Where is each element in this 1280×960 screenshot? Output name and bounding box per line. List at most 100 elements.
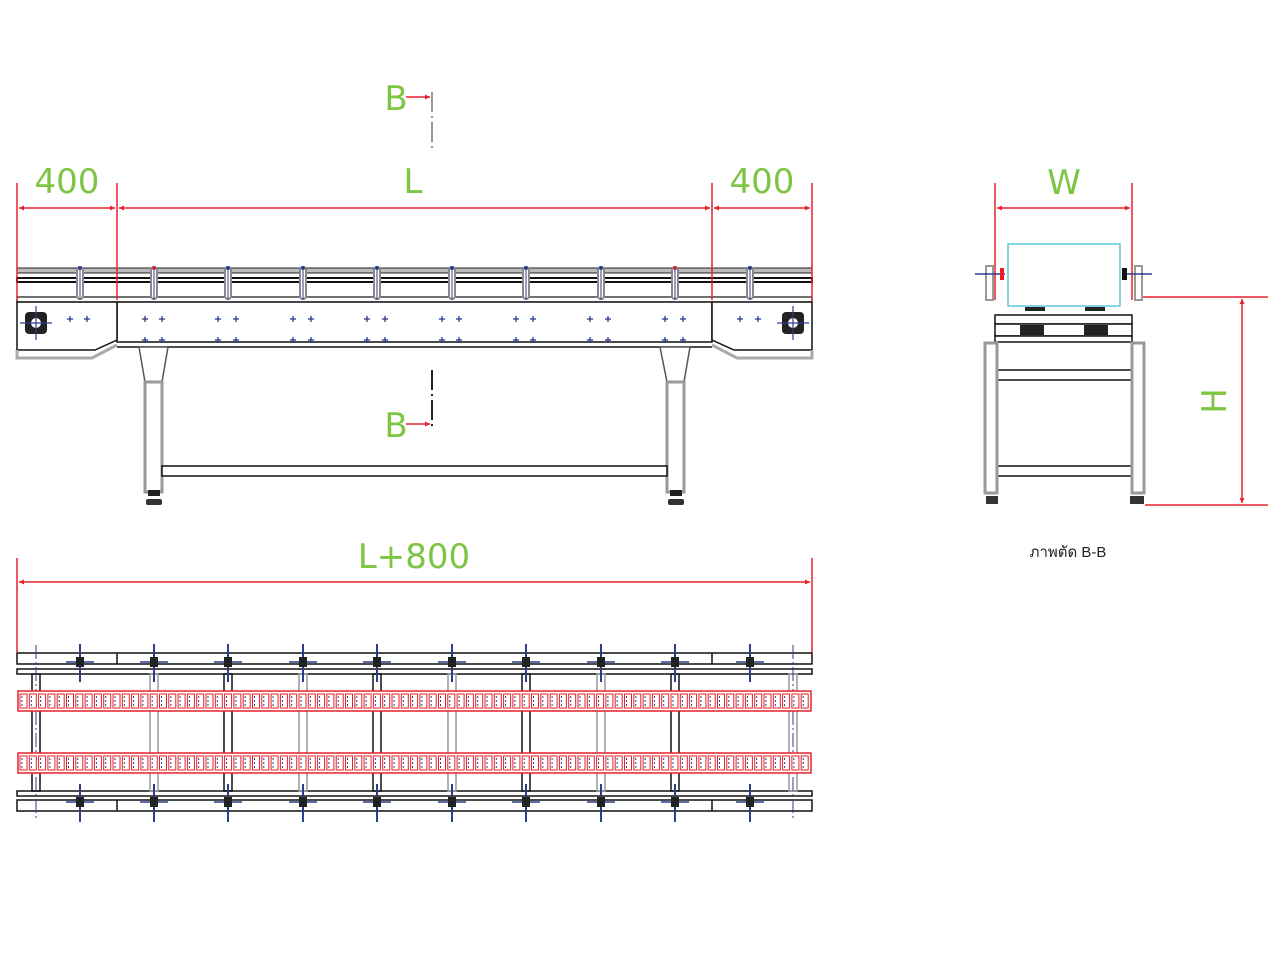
- chain-link: [140, 755, 149, 771]
- chain-link: [707, 755, 716, 771]
- chain-link: [103, 693, 112, 709]
- post-bracket: [140, 644, 168, 682]
- chain-link: [112, 693, 121, 709]
- section-caption: ภาพตัด B-B: [1030, 544, 1107, 561]
- guide-post: [597, 266, 605, 300]
- bolt-mark: [290, 337, 296, 343]
- bolt-mark: [233, 337, 239, 343]
- bolt-mark: [159, 337, 165, 343]
- chain-link: [410, 755, 419, 771]
- bolt-mark: [290, 316, 296, 322]
- chain-link: [512, 693, 521, 709]
- guide-post: [224, 266, 232, 300]
- bolt-mark: [513, 337, 519, 343]
- chain-link: [754, 755, 763, 771]
- bolt-mark: [755, 316, 761, 322]
- chain-link: [56, 693, 65, 709]
- chain-link: [93, 755, 102, 771]
- section-marker-top: B: [384, 79, 433, 152]
- chain-link: [19, 755, 28, 771]
- chain-link: [568, 693, 577, 709]
- chain-link: [410, 693, 419, 709]
- chain-link: [726, 755, 735, 771]
- chain-belt-upper: [17, 690, 812, 712]
- chain-link: [447, 693, 456, 709]
- chain-link: [782, 755, 791, 771]
- chain-link: [679, 693, 688, 709]
- chain-link: [121, 693, 130, 709]
- chain-link: [438, 693, 446, 709]
- chain-link: [131, 693, 140, 709]
- chain-link: [670, 693, 679, 709]
- chain-link: [763, 755, 772, 771]
- chain-link: [475, 693, 484, 709]
- chain-link: [335, 755, 344, 771]
- chain-link: [372, 693, 381, 709]
- chain-link: [679, 755, 688, 771]
- chain-link: [689, 693, 698, 709]
- chain-link: [689, 755, 698, 771]
- post-bracket: [363, 784, 391, 822]
- chain-link: [326, 755, 335, 771]
- bolt-mark: [308, 337, 314, 343]
- bolt-mark: [382, 316, 388, 322]
- dim-height-label: H: [1195, 388, 1235, 414]
- chain-link: [651, 755, 660, 771]
- post-bracket: [289, 784, 317, 822]
- chain-link: [558, 755, 567, 771]
- bolt-mark: [439, 316, 445, 322]
- chain-link: [642, 755, 651, 771]
- chain-link: [698, 755, 707, 771]
- chain-link: [484, 693, 493, 709]
- chain-link: [493, 693, 502, 709]
- chain-link: [484, 755, 493, 771]
- chain-link: [465, 693, 474, 709]
- dim-width-label: W: [1047, 163, 1081, 203]
- chain-link: [419, 693, 428, 709]
- chain-link: [363, 693, 372, 709]
- chain-link: [38, 755, 47, 771]
- chain-link: [242, 755, 251, 771]
- chain-link: [782, 693, 791, 709]
- bolt-mark: [215, 316, 221, 322]
- chain-link: [261, 693, 270, 709]
- chain-link: [698, 693, 707, 709]
- chain-link: [717, 693, 725, 709]
- chain-link: [717, 755, 725, 771]
- chain-link: [521, 755, 530, 771]
- bolt-mark: [215, 337, 221, 343]
- chain-link: [503, 755, 512, 771]
- chain-link: [317, 755, 326, 771]
- guide-posts: [76, 266, 754, 300]
- dim-length-label: L: [404, 162, 423, 202]
- guide-post-brackets: [66, 644, 764, 822]
- guide-post: [448, 266, 456, 300]
- chain-link: [391, 693, 400, 709]
- chain-link: [317, 693, 326, 709]
- dim-left-label: 400: [35, 162, 100, 202]
- chain-link: [19, 693, 28, 709]
- chain-link: [28, 755, 37, 771]
- bolt-mark: [605, 316, 611, 322]
- chain-link: [326, 693, 335, 709]
- chain-link: [205, 693, 214, 709]
- chain-belt-lower: [17, 752, 812, 774]
- chain-link: [549, 693, 558, 709]
- bolt-mark: [233, 316, 239, 322]
- post-bracket: [363, 644, 391, 682]
- chain-link: [800, 755, 809, 771]
- post-bracket: [66, 784, 94, 822]
- bolt-mark: [308, 316, 314, 322]
- bolt-mark: [364, 337, 370, 343]
- chain-link: [558, 693, 567, 709]
- chain-link: [800, 693, 809, 709]
- chain-link: [149, 755, 158, 771]
- chain-link: [503, 693, 512, 709]
- chain-link: [205, 755, 214, 771]
- chain-link: [307, 755, 316, 771]
- section-label-top: B: [384, 79, 407, 119]
- chain-link: [159, 755, 167, 771]
- chain-link: [670, 755, 679, 771]
- chain-link: [791, 693, 800, 709]
